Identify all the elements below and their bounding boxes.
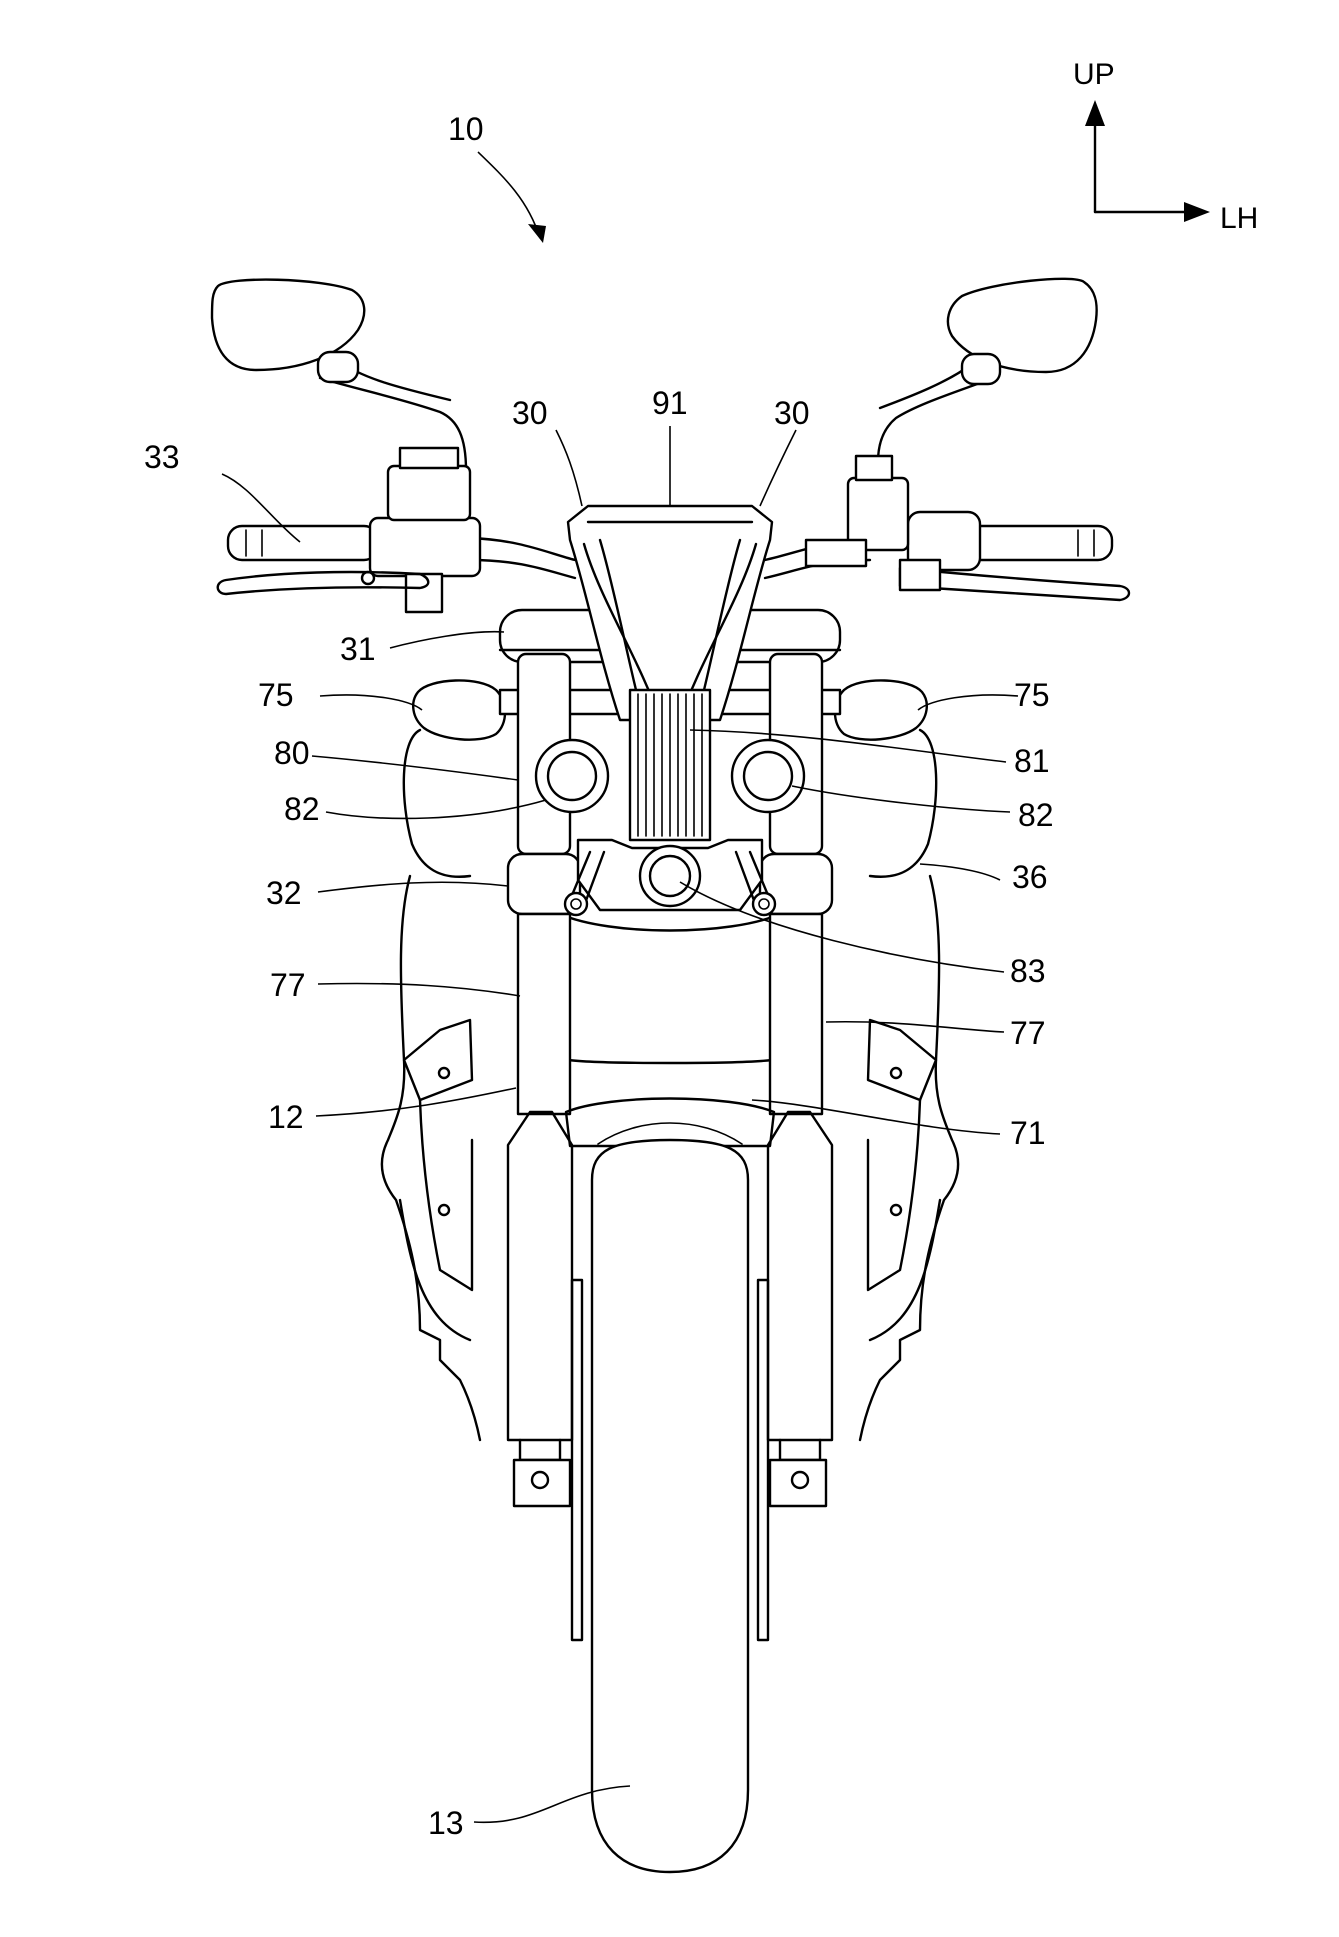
numeral-32: 32 xyxy=(266,875,302,911)
right-grip xyxy=(804,454,1131,602)
right-headlight xyxy=(730,738,806,814)
numeral-83: 83 xyxy=(1010,953,1046,989)
right-turn-signal xyxy=(833,679,928,741)
numeral-80: 80 xyxy=(274,735,310,771)
numeral-36: 36 xyxy=(1012,859,1048,895)
numeral-13: 13 xyxy=(428,1805,464,1841)
handlebar xyxy=(468,536,872,580)
left-turn-signal xyxy=(412,679,507,741)
center-grille xyxy=(628,688,712,842)
left-headlight xyxy=(534,738,610,814)
front-tire xyxy=(590,1138,750,1874)
body-cowl xyxy=(402,728,938,878)
meter-unit xyxy=(566,504,774,722)
direction-up-label: UP xyxy=(1073,58,1115,91)
numeral-30-right: 30 xyxy=(774,395,810,431)
left-grip xyxy=(216,446,482,614)
numeral-31: 31 xyxy=(340,631,376,667)
numeral-77-left: 77 xyxy=(270,967,306,1003)
numeral-30-left: 30 xyxy=(512,395,548,431)
numeral-12: 12 xyxy=(268,1099,304,1135)
numeral-77-right: 77 xyxy=(1010,1015,1046,1051)
numeral-75-left: 75 xyxy=(258,677,294,713)
numeral-33: 33 xyxy=(144,439,180,475)
leader-lines xyxy=(221,426,1019,1824)
right-shroud xyxy=(858,874,960,1442)
numeral-10: 10 xyxy=(448,111,484,147)
numeral-81: 81 xyxy=(1014,743,1050,779)
front-fender xyxy=(564,1097,776,1148)
numeral-82-right: 82 xyxy=(1018,797,1054,833)
numeral-71: 71 xyxy=(1010,1115,1046,1151)
direction-indicator: UP LH xyxy=(1073,58,1258,235)
numeral-82-left: 82 xyxy=(284,791,320,827)
right-mirror xyxy=(876,277,1098,464)
numeral-91: 91 xyxy=(652,385,688,421)
reference-numerals: 10 33 30 91 30 31 75 75 80 81 82 82 36 3… xyxy=(144,111,1054,1841)
lower-bracket xyxy=(563,838,777,917)
left-mirror xyxy=(210,278,468,472)
numeral-75-right: 75 xyxy=(1014,677,1050,713)
direction-lh-label: LH xyxy=(1220,202,1258,235)
left-shroud xyxy=(380,874,482,1442)
